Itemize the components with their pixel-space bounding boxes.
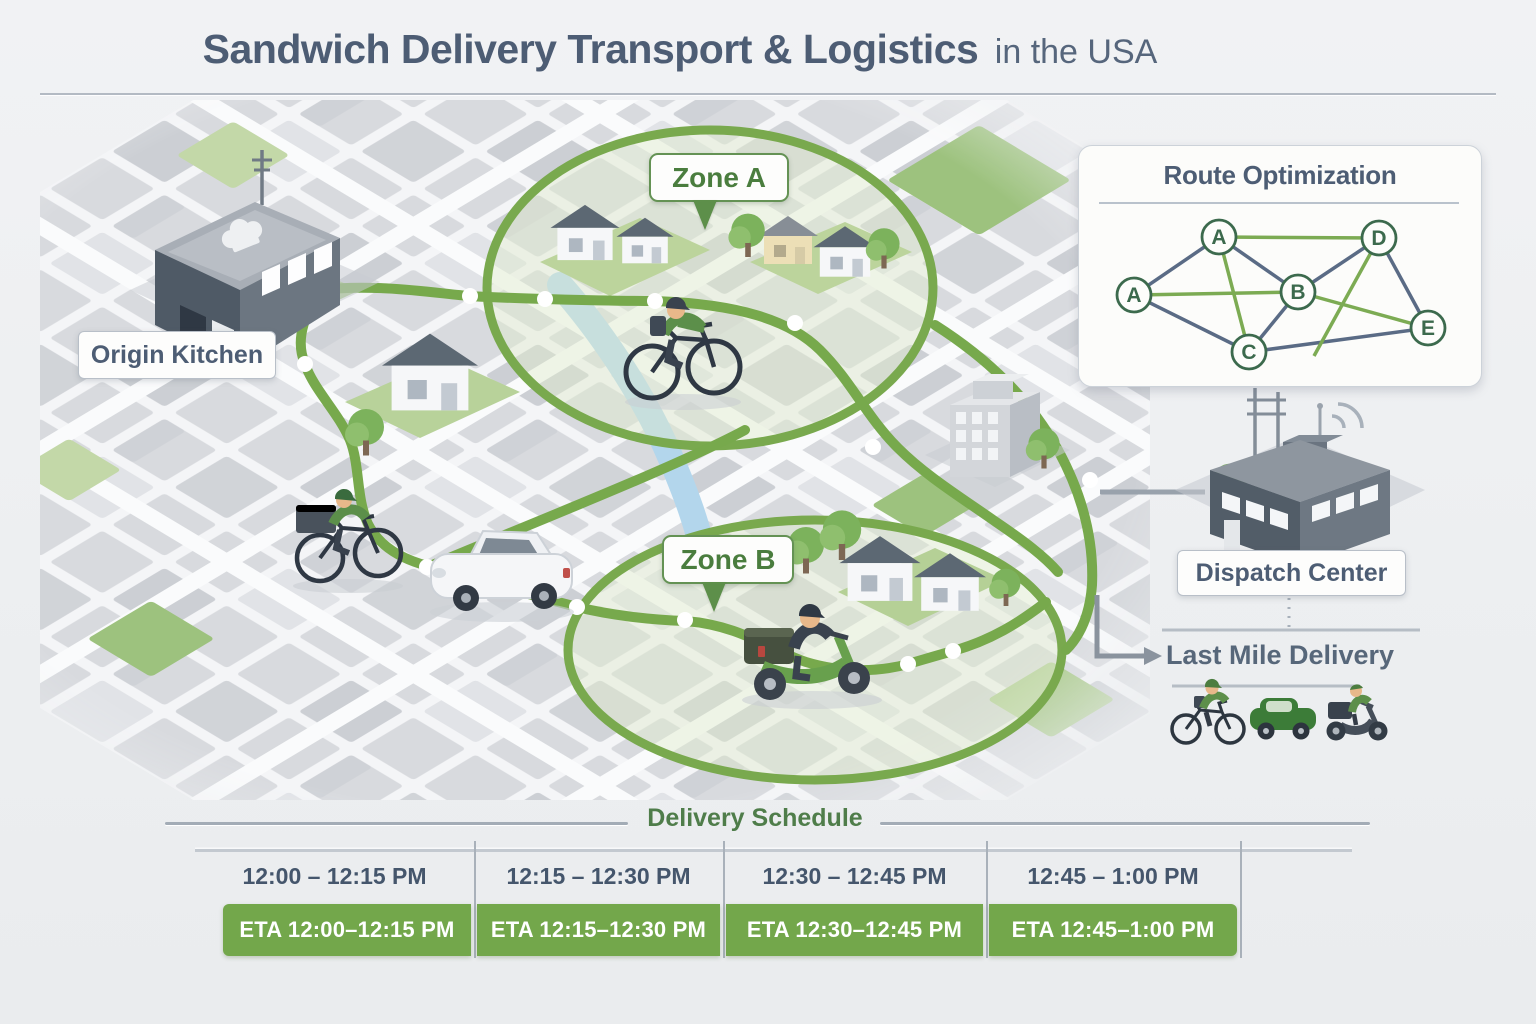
time-slot: 12:15 – 12:30 PM — [506, 863, 691, 889]
graph-edge — [1217, 236, 1251, 353]
graph-node — [1230, 333, 1268, 371]
cyclist-left — [293, 488, 404, 593]
route-panel-title: Route Optimization — [1163, 160, 1397, 190]
header: Sandwich Delivery Transport & Logistics … — [0, 26, 1536, 73]
zone-a-label: Zone A — [649, 153, 789, 202]
zone-b-label: Zone B — [662, 535, 794, 584]
cyclist-zone-a — [623, 296, 743, 410]
graph-node — [1115, 276, 1153, 314]
car-icon — [1250, 698, 1316, 740]
time-slot: 12:30 – 12:45 PM — [762, 863, 947, 889]
graph-edge — [1218, 235, 1380, 240]
schedule-divider — [474, 841, 476, 958]
graph-node-label: D — [1371, 227, 1386, 250]
route-graph: A A B C D E — [1115, 218, 1447, 371]
schedule-divider — [1240, 841, 1242, 958]
schedule-top-border — [195, 849, 1352, 852]
graph-edge — [1297, 290, 1429, 330]
arrow-right-icon — [1144, 647, 1162, 665]
last-mile-icons — [1170, 678, 1388, 745]
graph-node-label: E — [1421, 317, 1435, 340]
dispatch-center-label: Dispatch Center — [1177, 550, 1406, 596]
route-optimization-panel: Route Optimization A A B C D E — [1078, 145, 1482, 387]
route-waypoints — [297, 288, 1098, 672]
wifi-icon — [1331, 402, 1364, 429]
graph-node-label: A — [1211, 226, 1226, 249]
delivery-schedule-table: 12:00 – 12:15 PM 12:15 – 12:30 PM 12:30 … — [195, 851, 1240, 956]
origin-kitchen-label: Origin Kitchen — [78, 331, 276, 379]
eta-badge: ETA 12:30–12:45 PM — [726, 904, 983, 956]
schedule-divider — [986, 841, 988, 958]
zone-b-pointer-icon — [702, 582, 726, 612]
graph-node — [1200, 218, 1238, 256]
graph-node-label: C — [1241, 341, 1256, 364]
eta-badge: ETA 12:15–12:30 PM — [477, 904, 720, 956]
schedule-title: Delivery Schedule — [647, 804, 863, 832]
last-mile-delivery-label: Last Mile Delivery — [1165, 640, 1395, 670]
time-slot: 12:45 – 1:00 PM — [1027, 863, 1199, 889]
chef-hat-icon — [221, 219, 263, 253]
page-title-suffix: in the USA — [994, 33, 1158, 71]
eta-badge: ETA 12:00–12:15 PM — [223, 904, 471, 956]
title-divider — [40, 93, 1496, 95]
graph-node — [1279, 273, 1317, 311]
schedule-title-line-right — [880, 822, 1370, 825]
schedule-title-line-left — [165, 822, 628, 825]
graph-edge — [1248, 326, 1429, 354]
graph-node — [1360, 219, 1398, 257]
time-slot: 12:00 – 12:15 PM — [242, 863, 427, 889]
white-car — [430, 529, 574, 622]
graph-edge — [1133, 293, 1250, 354]
office-building — [925, 374, 1070, 487]
page-title: Sandwich Delivery Transport & Logistics — [202, 26, 979, 72]
zone-a-pointer-icon — [693, 200, 717, 230]
park-block — [889, 126, 1069, 235]
graph-edge — [1133, 290, 1299, 297]
scooter-icon — [1326, 684, 1388, 741]
graph-edge — [1312, 237, 1381, 357]
schedule-divider — [723, 841, 725, 958]
graph-node-label: B — [1290, 281, 1305, 304]
graph-node — [1409, 309, 1447, 347]
eta-badge: ETA 12:45–1:00 PM — [989, 904, 1237, 956]
scooter-zone-b — [742, 603, 882, 709]
dispatch-center-building — [1175, 388, 1425, 566]
bicycle-icon — [1170, 678, 1246, 745]
graph-node-label: A — [1126, 284, 1141, 307]
panel-divider — [1099, 202, 1459, 204]
